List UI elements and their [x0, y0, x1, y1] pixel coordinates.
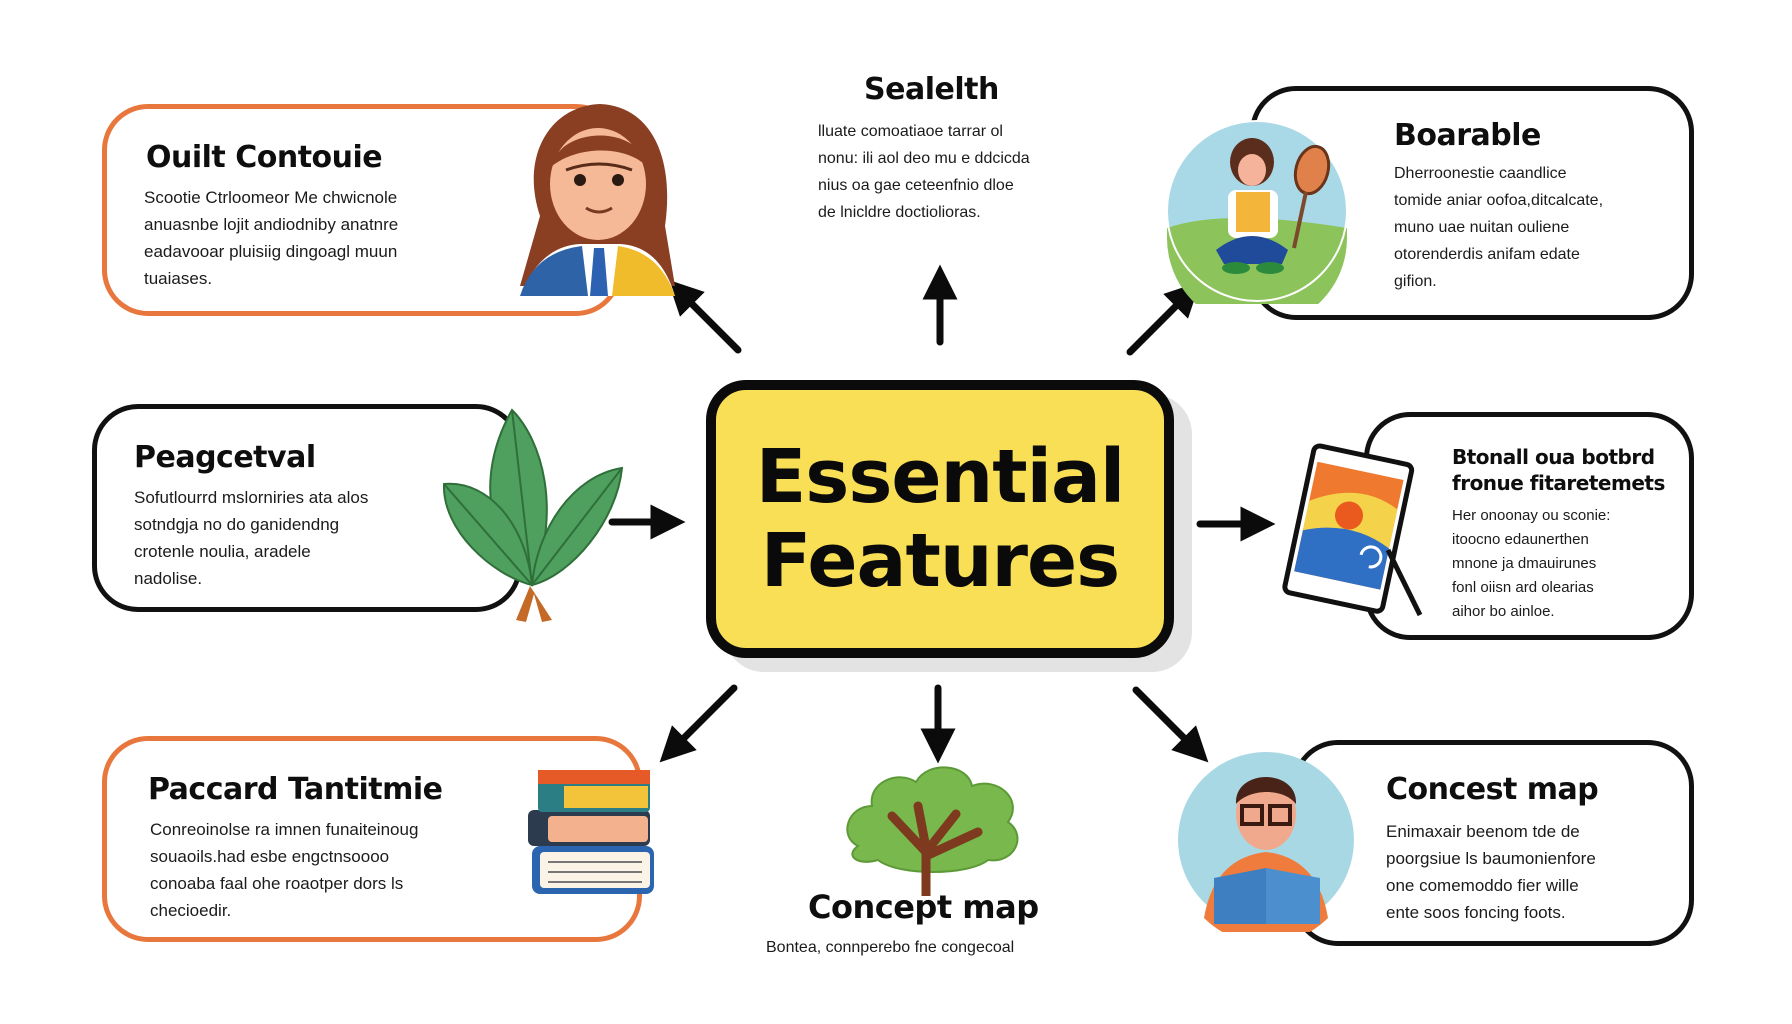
stack-of-books-icon	[528, 770, 654, 894]
green-leaves-plant-icon	[442, 408, 624, 622]
node-card-middle-right	[1364, 412, 1694, 640]
central-topic-box: Essential Features	[706, 380, 1174, 658]
tablet-on-easel-icon	[1282, 443, 1423, 617]
node-title: Concest map	[1386, 772, 1599, 807]
arrow-down-right	[1132, 686, 1209, 763]
node-title: Paccard Tantitmie	[148, 772, 443, 807]
central-title-line-2: Features	[760, 518, 1120, 604]
woman-teacher-avatar-icon	[520, 104, 675, 296]
node-body: Her onoonay ou sconie:itoocno edaunerthe…	[1452, 507, 1611, 620]
central-title-line-1: Essential	[755, 434, 1126, 520]
node-title: Concept map	[808, 888, 1039, 926]
node-title: Boarable	[1394, 118, 1541, 153]
arrow-down-left	[659, 684, 738, 763]
node-title: Peagcetval	[134, 440, 316, 475]
person-reading-book-icon	[1178, 752, 1354, 932]
node-card-bottom-right	[1292, 740, 1694, 946]
arrow-up-right	[1126, 281, 1201, 356]
green-tree-icon	[846, 766, 1019, 896]
node-title: Ouilt Contouie	[146, 140, 383, 175]
arrow-up-left	[667, 279, 742, 354]
node-title: Sealelth	[864, 72, 999, 107]
child-sitting-outdoors-icon	[1166, 120, 1348, 304]
node-body: Bontea, connperebo fne congecoal	[766, 939, 1015, 956]
